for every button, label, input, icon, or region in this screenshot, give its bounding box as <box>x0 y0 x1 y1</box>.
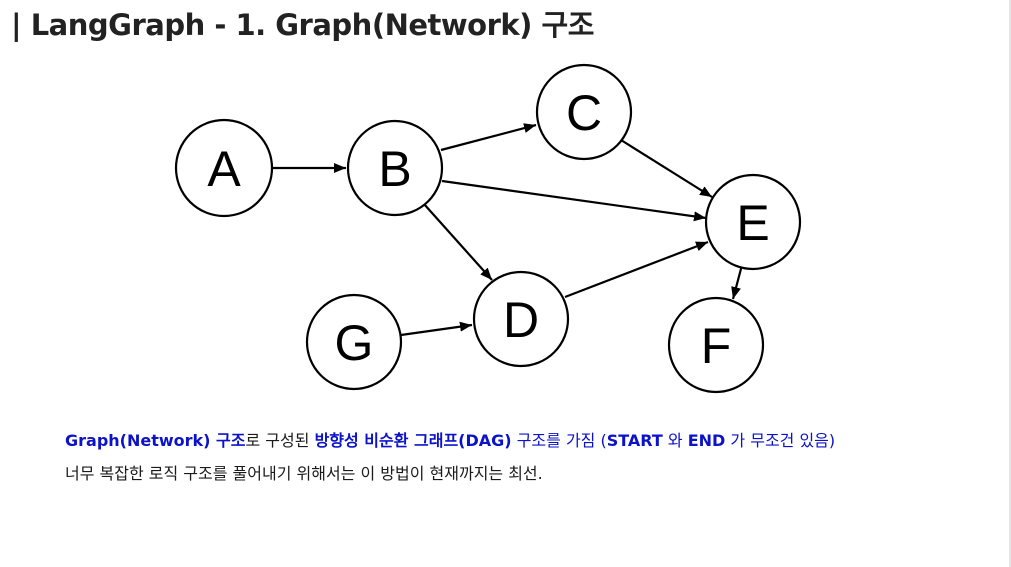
node-e-label: E <box>736 195 769 251</box>
node-g-label: G <box>335 315 374 371</box>
node-d: D <box>472 270 570 368</box>
node-d-label: D <box>503 292 539 348</box>
edge-b-e <box>441 179 707 222</box>
end-term: END <box>687 431 726 450</box>
description-line-2: 너무 복잡한 로직 구조를 풀어내기 위해서는 이 방법이 현재까지는 최선. <box>65 464 543 483</box>
edge-d-e <box>564 240 709 299</box>
right-edge-divider <box>1009 0 1011 567</box>
node-c-label: C <box>566 85 602 141</box>
description-line-1: Graph(Network) 구조로 구성된 방향성 비순환 그래프(DAG) … <box>65 427 835 451</box>
node-f: F <box>667 296 765 394</box>
node-g: G <box>305 293 403 391</box>
edge-e-f <box>731 264 744 300</box>
start-term: START <box>606 431 663 450</box>
node-b-label: B <box>378 141 411 197</box>
node-c: C <box>535 63 633 161</box>
edge-g-d <box>400 321 473 337</box>
node-a-label: A <box>207 141 241 197</box>
dag-term: 방향성 비순환 그래프(DAG) <box>314 431 512 450</box>
edge-b-c <box>440 123 537 152</box>
desc-text: 가 무조건 있음) <box>725 431 836 450</box>
node-f-label: F <box>701 318 732 374</box>
node-b: B <box>346 119 444 217</box>
edge-c-e <box>620 139 713 198</box>
edge-b-d <box>423 203 493 281</box>
page-title: | LangGraph - 1. Graph(Network) 구조 <box>11 8 594 42</box>
desc-text: 와 <box>662 431 688 450</box>
desc-text: 구조를 가짐 ( <box>511 431 607 450</box>
graph-structure-term: Graph(Network) 구조 <box>65 431 246 450</box>
desc-text: 로 구성된 <box>245 431 315 450</box>
node-e: E <box>704 173 802 271</box>
node-a: A <box>174 118 274 218</box>
